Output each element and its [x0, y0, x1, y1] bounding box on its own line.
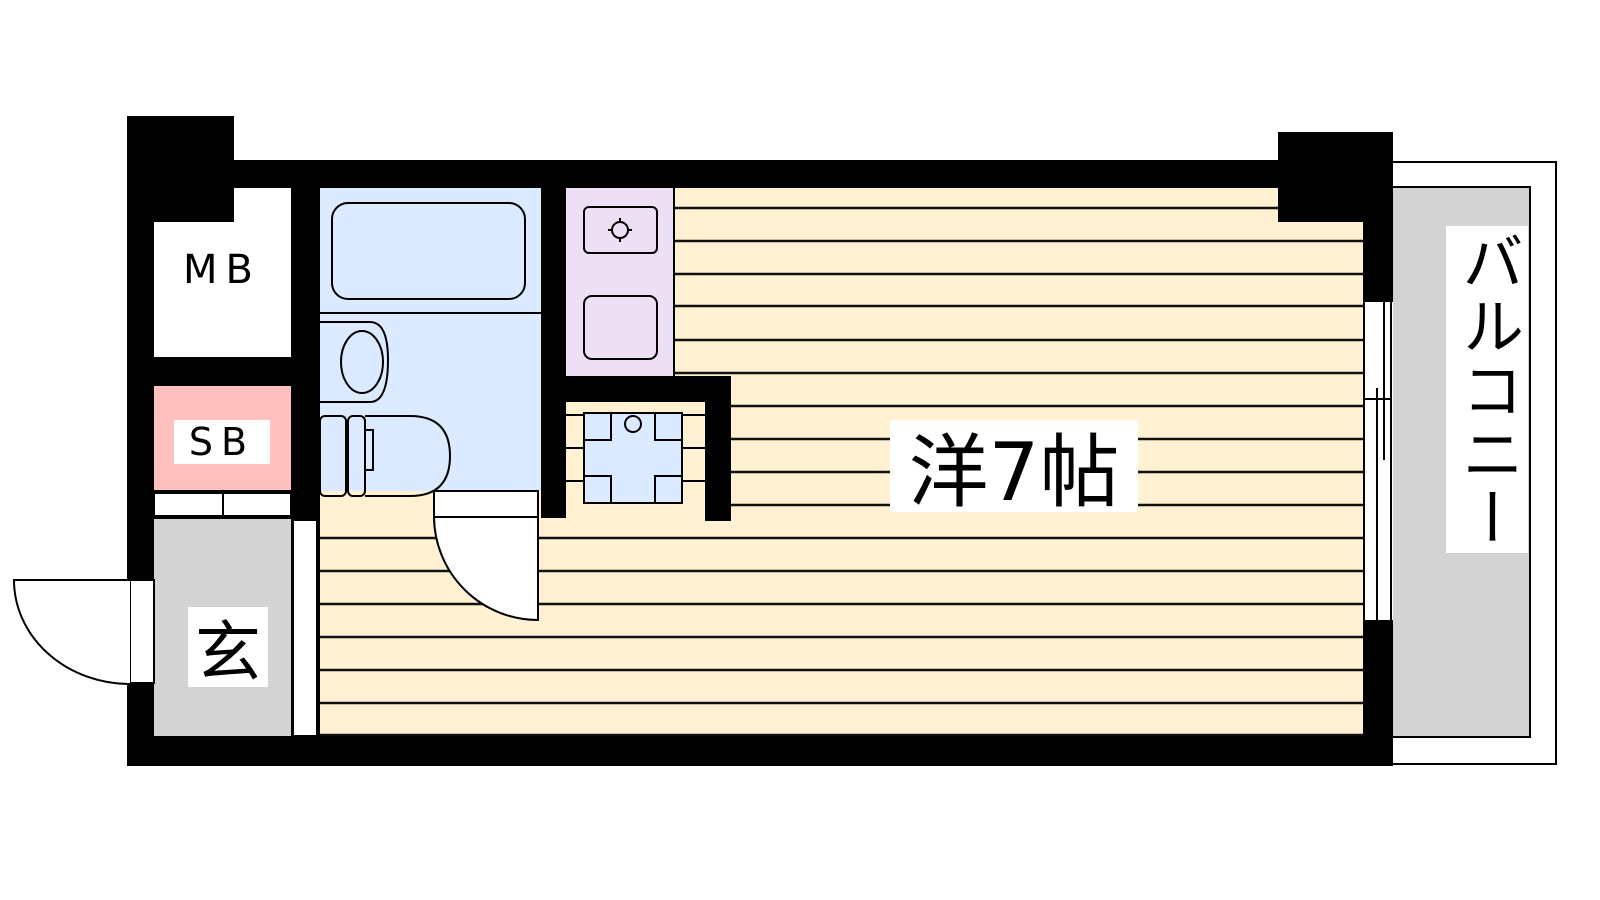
western-room-label: 洋7帖 — [890, 420, 1138, 519]
washing-machine-pan-icon — [583, 412, 683, 504]
right-wall-upper — [1363, 188, 1393, 302]
washbasin-icon — [320, 321, 390, 403]
stove-icon — [583, 206, 658, 254]
pillar-top-left — [127, 116, 234, 222]
floor-planks — [320, 206, 1363, 737]
entrance-door[interactable] — [12, 579, 155, 685]
bathroom — [320, 188, 541, 491]
sink-icon — [583, 295, 658, 360]
balcony-sliding-window[interactable] — [1363, 302, 1393, 620]
meter-box-label: MB — [183, 247, 261, 293]
bathroom-door[interactable] — [432, 490, 539, 622]
kitchen-wall — [541, 376, 731, 402]
balcony-label: バルコニー — [1446, 226, 1528, 553]
entrance-step — [292, 519, 318, 737]
bathtub-icon — [331, 202, 526, 300]
right-wall-lower — [1363, 620, 1393, 766]
meter-box-room — [154, 222, 291, 357]
shoe-box-label: SB — [174, 420, 270, 464]
entrance-label: 玄 — [188, 607, 268, 691]
